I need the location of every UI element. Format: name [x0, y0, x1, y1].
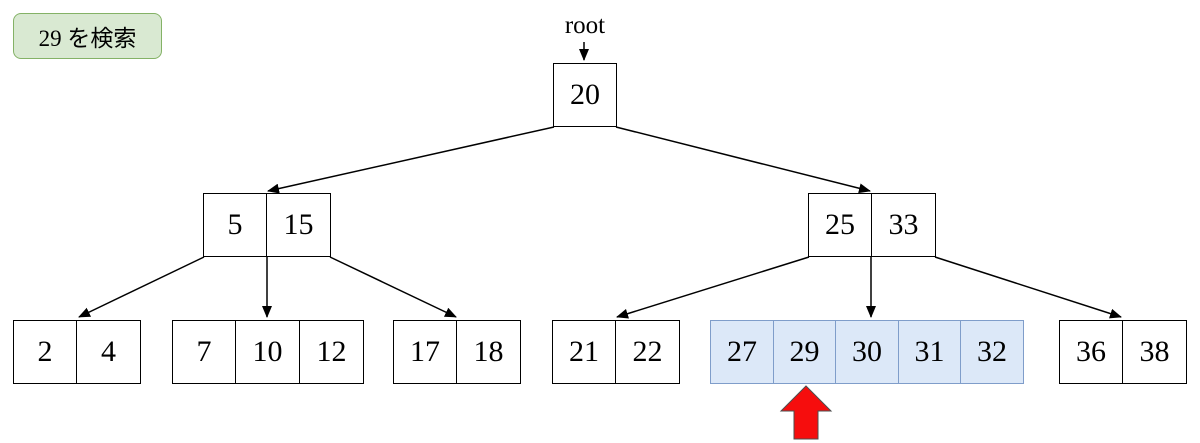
key-cell-29-found: 29 [772, 320, 837, 384]
edge-right-to-leaf-4 [616, 256, 810, 319]
edge-right-to-leaf-6 [934, 256, 1122, 319]
key-cell-38: 38 [1123, 320, 1187, 384]
root-label: root [564, 12, 606, 39]
key-cell-27: 27 [710, 320, 774, 384]
key-cell-15: 15 [267, 193, 331, 257]
key-cell-17: 17 [393, 320, 457, 384]
key-cell-7: 7 [172, 320, 236, 384]
btree-node-leaf-6: 36 38 [1059, 320, 1187, 384]
key-cell-5: 5 [203, 193, 267, 257]
btree-node-root: 20 [553, 63, 617, 127]
btree-node-leaf-2: 7 10 12 [172, 320, 364, 384]
key-cell-4: 4 [77, 320, 141, 384]
found-arrow-icon [779, 385, 833, 440]
key-cell-21: 21 [552, 320, 616, 384]
btree-node-internal-right: 25 33 [808, 193, 936, 257]
key-cell-10: 10 [236, 320, 300, 384]
edge-root-to-internal-left [267, 126, 555, 194]
btree-node-leaf-4: 21 22 [552, 320, 680, 384]
edge-left-to-leaf-3 [329, 256, 457, 318]
key-cell-25: 25 [808, 193, 872, 257]
key-cell-20: 20 [553, 63, 617, 127]
key-cell-12: 12 [300, 320, 364, 384]
key-cell-30: 30 [835, 320, 899, 384]
key-cell-33: 33 [872, 193, 936, 257]
edge-left-to-leaf-1 [78, 256, 205, 318]
btree-node-leaf-1: 2 4 [13, 320, 141, 384]
key-cell-18: 18 [457, 320, 521, 384]
key-cell-22: 22 [616, 320, 680, 384]
key-cell-36: 36 [1059, 320, 1123, 384]
edge-root-to-internal-right [615, 126, 871, 194]
btree-node-leaf-5-highlighted: 27 29 30 31 32 [710, 320, 1024, 384]
btree-node-leaf-3: 17 18 [393, 320, 521, 384]
btree-node-internal-left: 5 15 [203, 193, 331, 257]
key-cell-32: 32 [960, 320, 1024, 384]
search-caption-text: 29 を検索 [38, 26, 137, 51]
key-cell-2: 2 [13, 320, 77, 384]
key-cell-31: 31 [897, 320, 962, 384]
search-caption: 29 を検索 [13, 13, 162, 59]
